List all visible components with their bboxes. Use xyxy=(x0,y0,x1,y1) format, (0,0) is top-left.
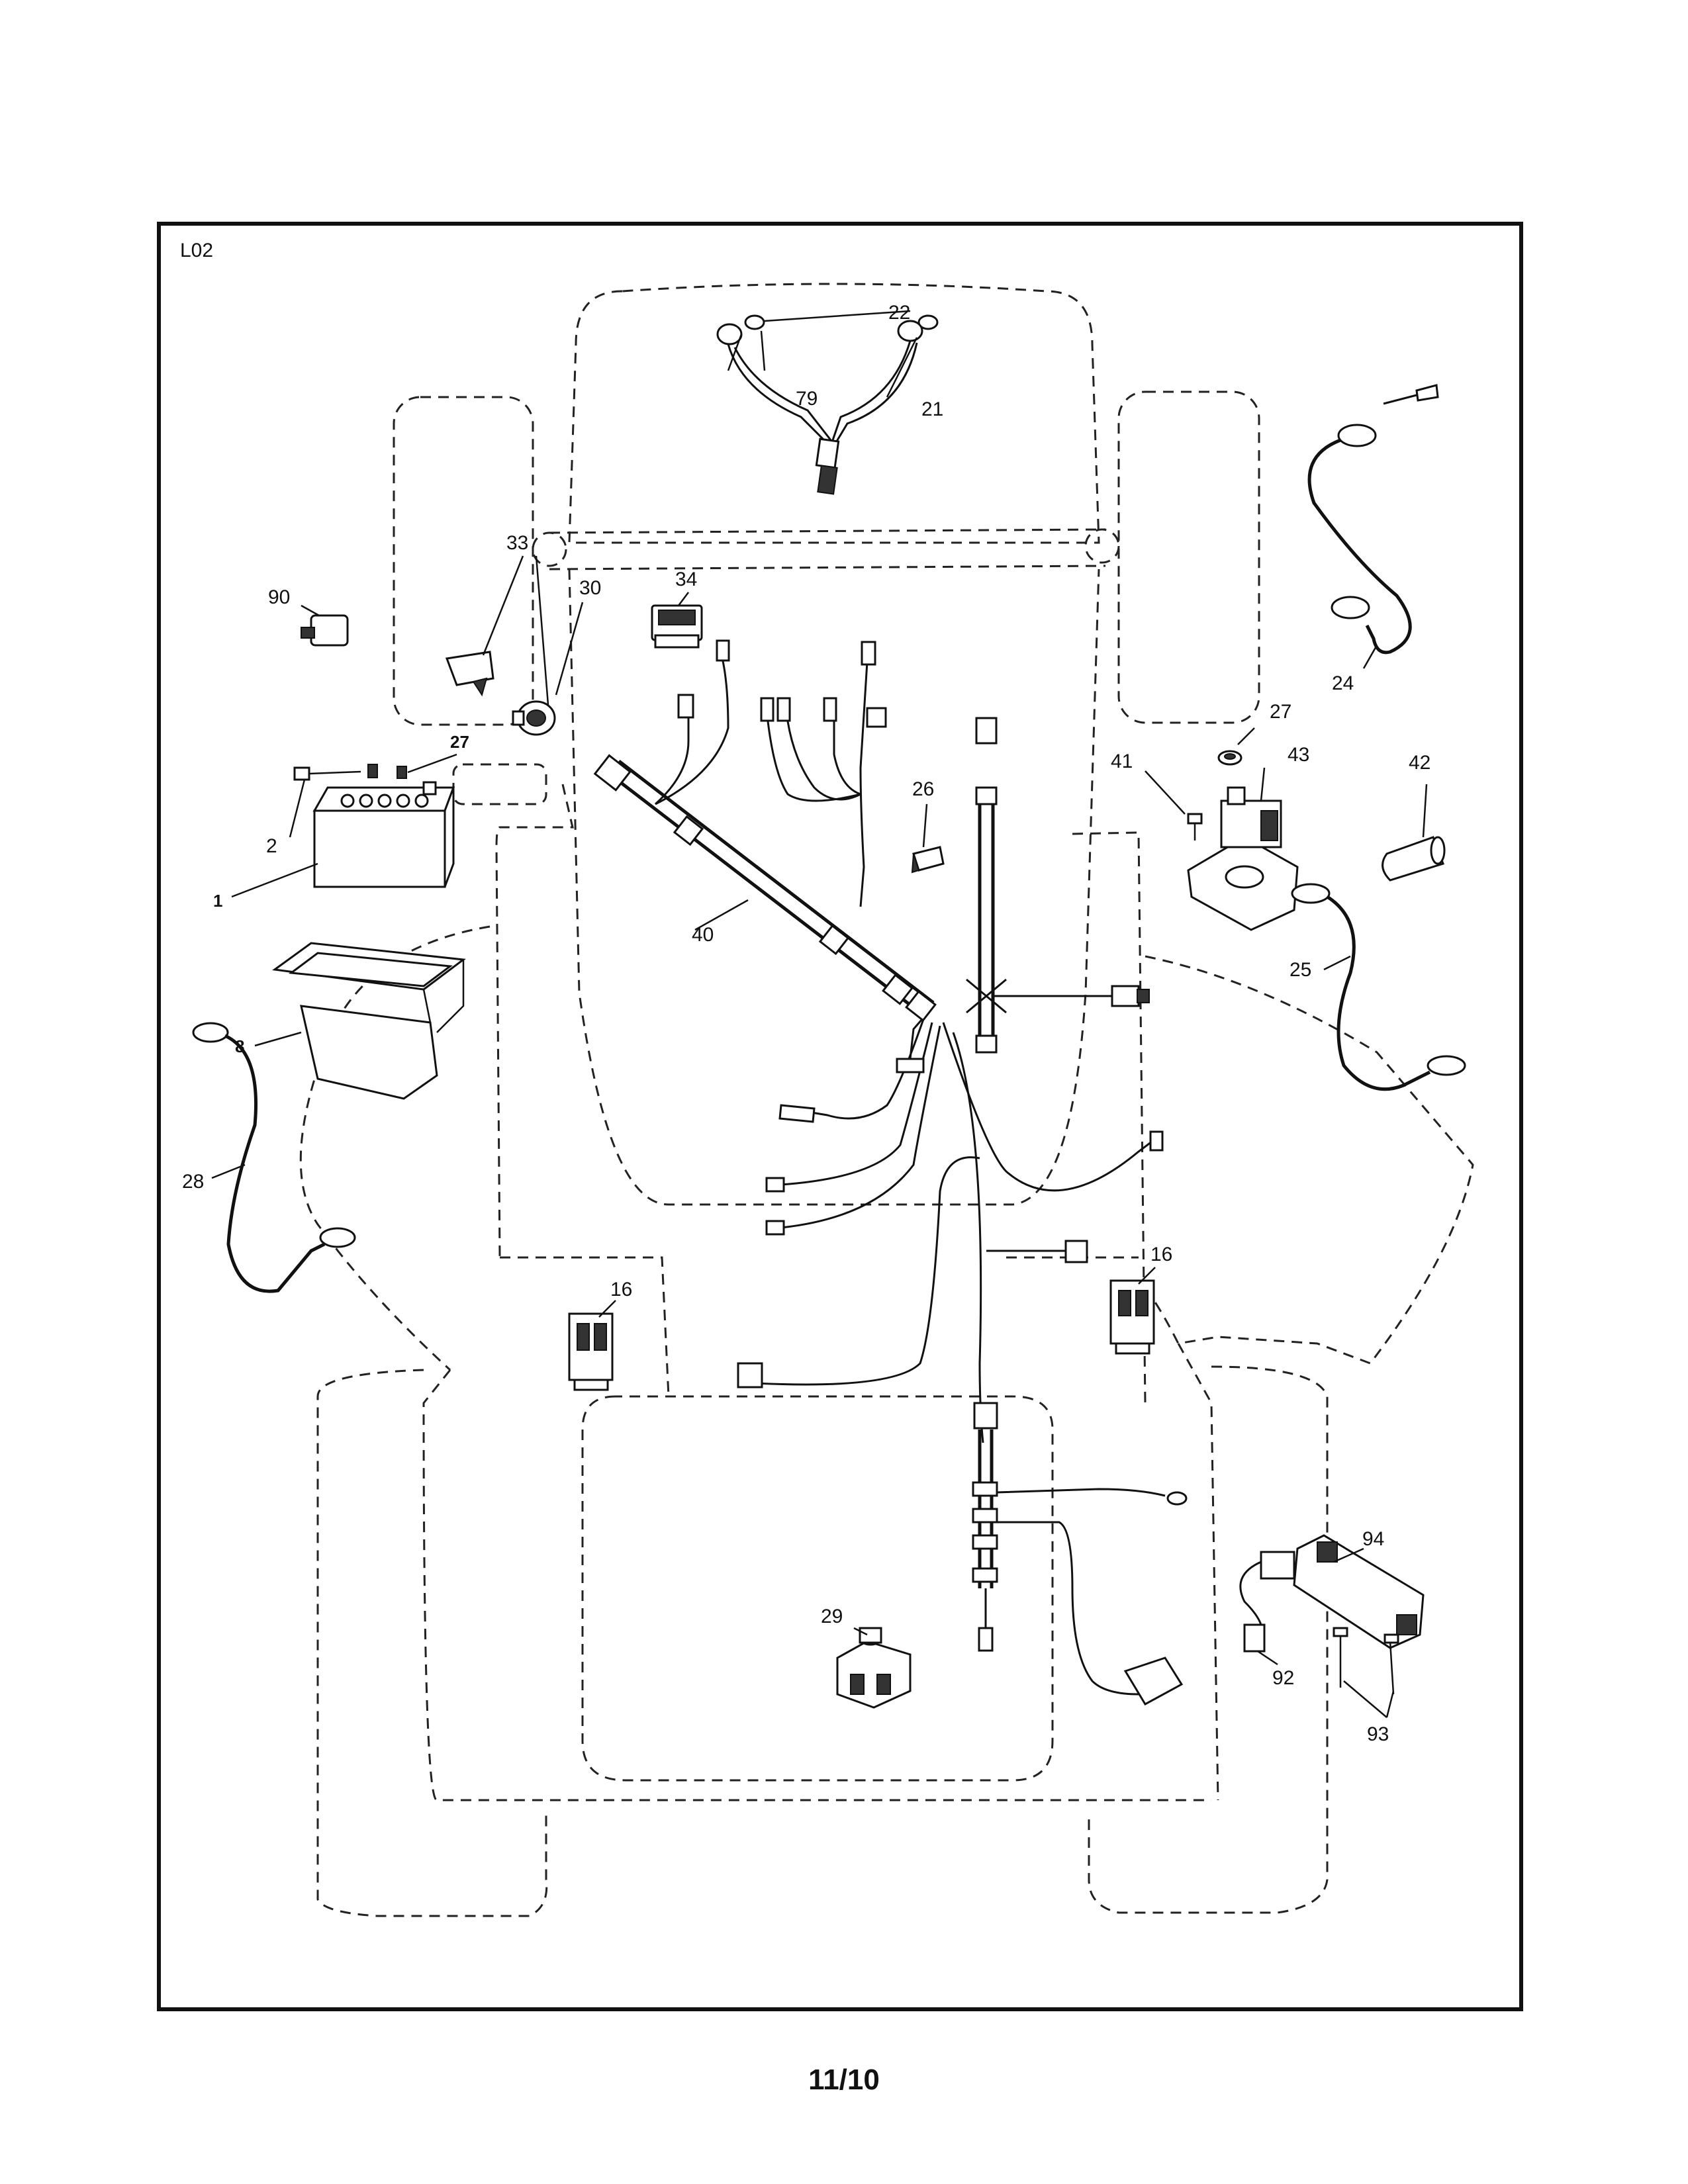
cable-28 xyxy=(192,1022,356,1293)
battery-tray-8 xyxy=(254,942,466,1100)
callout-22: 22 xyxy=(888,302,910,324)
harness-92 xyxy=(1239,1551,1295,1666)
wire-harness-40 xyxy=(593,639,1188,1706)
switch-16-right xyxy=(1109,1267,1156,1355)
page-number: 11/10 xyxy=(808,2064,880,2096)
callout-40: 40 xyxy=(692,924,714,946)
callout-30: 30 xyxy=(579,577,601,599)
bolt-41 xyxy=(1145,770,1203,841)
key-33 xyxy=(445,555,551,722)
callout-2: 2 xyxy=(266,835,277,857)
callout-29: 29 xyxy=(821,1606,843,1627)
switch-16-left xyxy=(568,1300,616,1391)
callout-24: 24 xyxy=(1332,672,1354,694)
part-90 xyxy=(301,604,349,647)
switch-34 xyxy=(651,592,703,649)
ignition-switch-30 xyxy=(512,602,584,736)
callout-93: 93 xyxy=(1367,1723,1389,1745)
callout-92: 92 xyxy=(1272,1667,1294,1689)
callout-28: 28 xyxy=(182,1171,204,1193)
callout-27-solenoid: 27 xyxy=(1270,701,1291,723)
diagram-code: L02 xyxy=(180,240,213,261)
battery-1 xyxy=(231,781,455,898)
callout-41: 41 xyxy=(1111,751,1133,772)
bolt-2 xyxy=(289,764,378,838)
diagram-frame xyxy=(157,222,1523,2011)
terminal-boot-42 xyxy=(1382,784,1446,882)
callout-42: 42 xyxy=(1409,752,1430,774)
center-harness xyxy=(966,717,1150,1054)
headlight-assembly xyxy=(716,310,939,495)
callout-34: 34 xyxy=(675,569,697,590)
callout-79: 79 xyxy=(796,388,818,410)
callout-16-right: 16 xyxy=(1150,1244,1172,1265)
callout-43: 43 xyxy=(1288,744,1309,766)
nut-27-battery xyxy=(397,753,457,779)
callout-16-left: 16 xyxy=(610,1279,632,1300)
screws-93 xyxy=(1333,1627,1399,1718)
callout-90: 90 xyxy=(268,586,290,608)
solenoid-43 xyxy=(1187,767,1299,931)
cable-25 xyxy=(1291,883,1466,1091)
callout-26: 26 xyxy=(912,778,934,800)
callout-1: 1 xyxy=(213,891,222,911)
nut-27-solenoid xyxy=(1217,727,1255,766)
callout-27-battery: 27 xyxy=(450,732,469,752)
cable-24 xyxy=(1307,384,1439,669)
callout-33: 33 xyxy=(506,532,528,554)
switch-29 xyxy=(836,1627,912,1709)
module-94 xyxy=(1293,1534,1425,1649)
fuse-26 xyxy=(911,803,945,874)
callout-25: 25 xyxy=(1289,959,1311,981)
callout-94: 94 xyxy=(1362,1528,1384,1550)
tractor-outline xyxy=(299,283,1474,1917)
callout-21: 21 xyxy=(921,398,943,420)
